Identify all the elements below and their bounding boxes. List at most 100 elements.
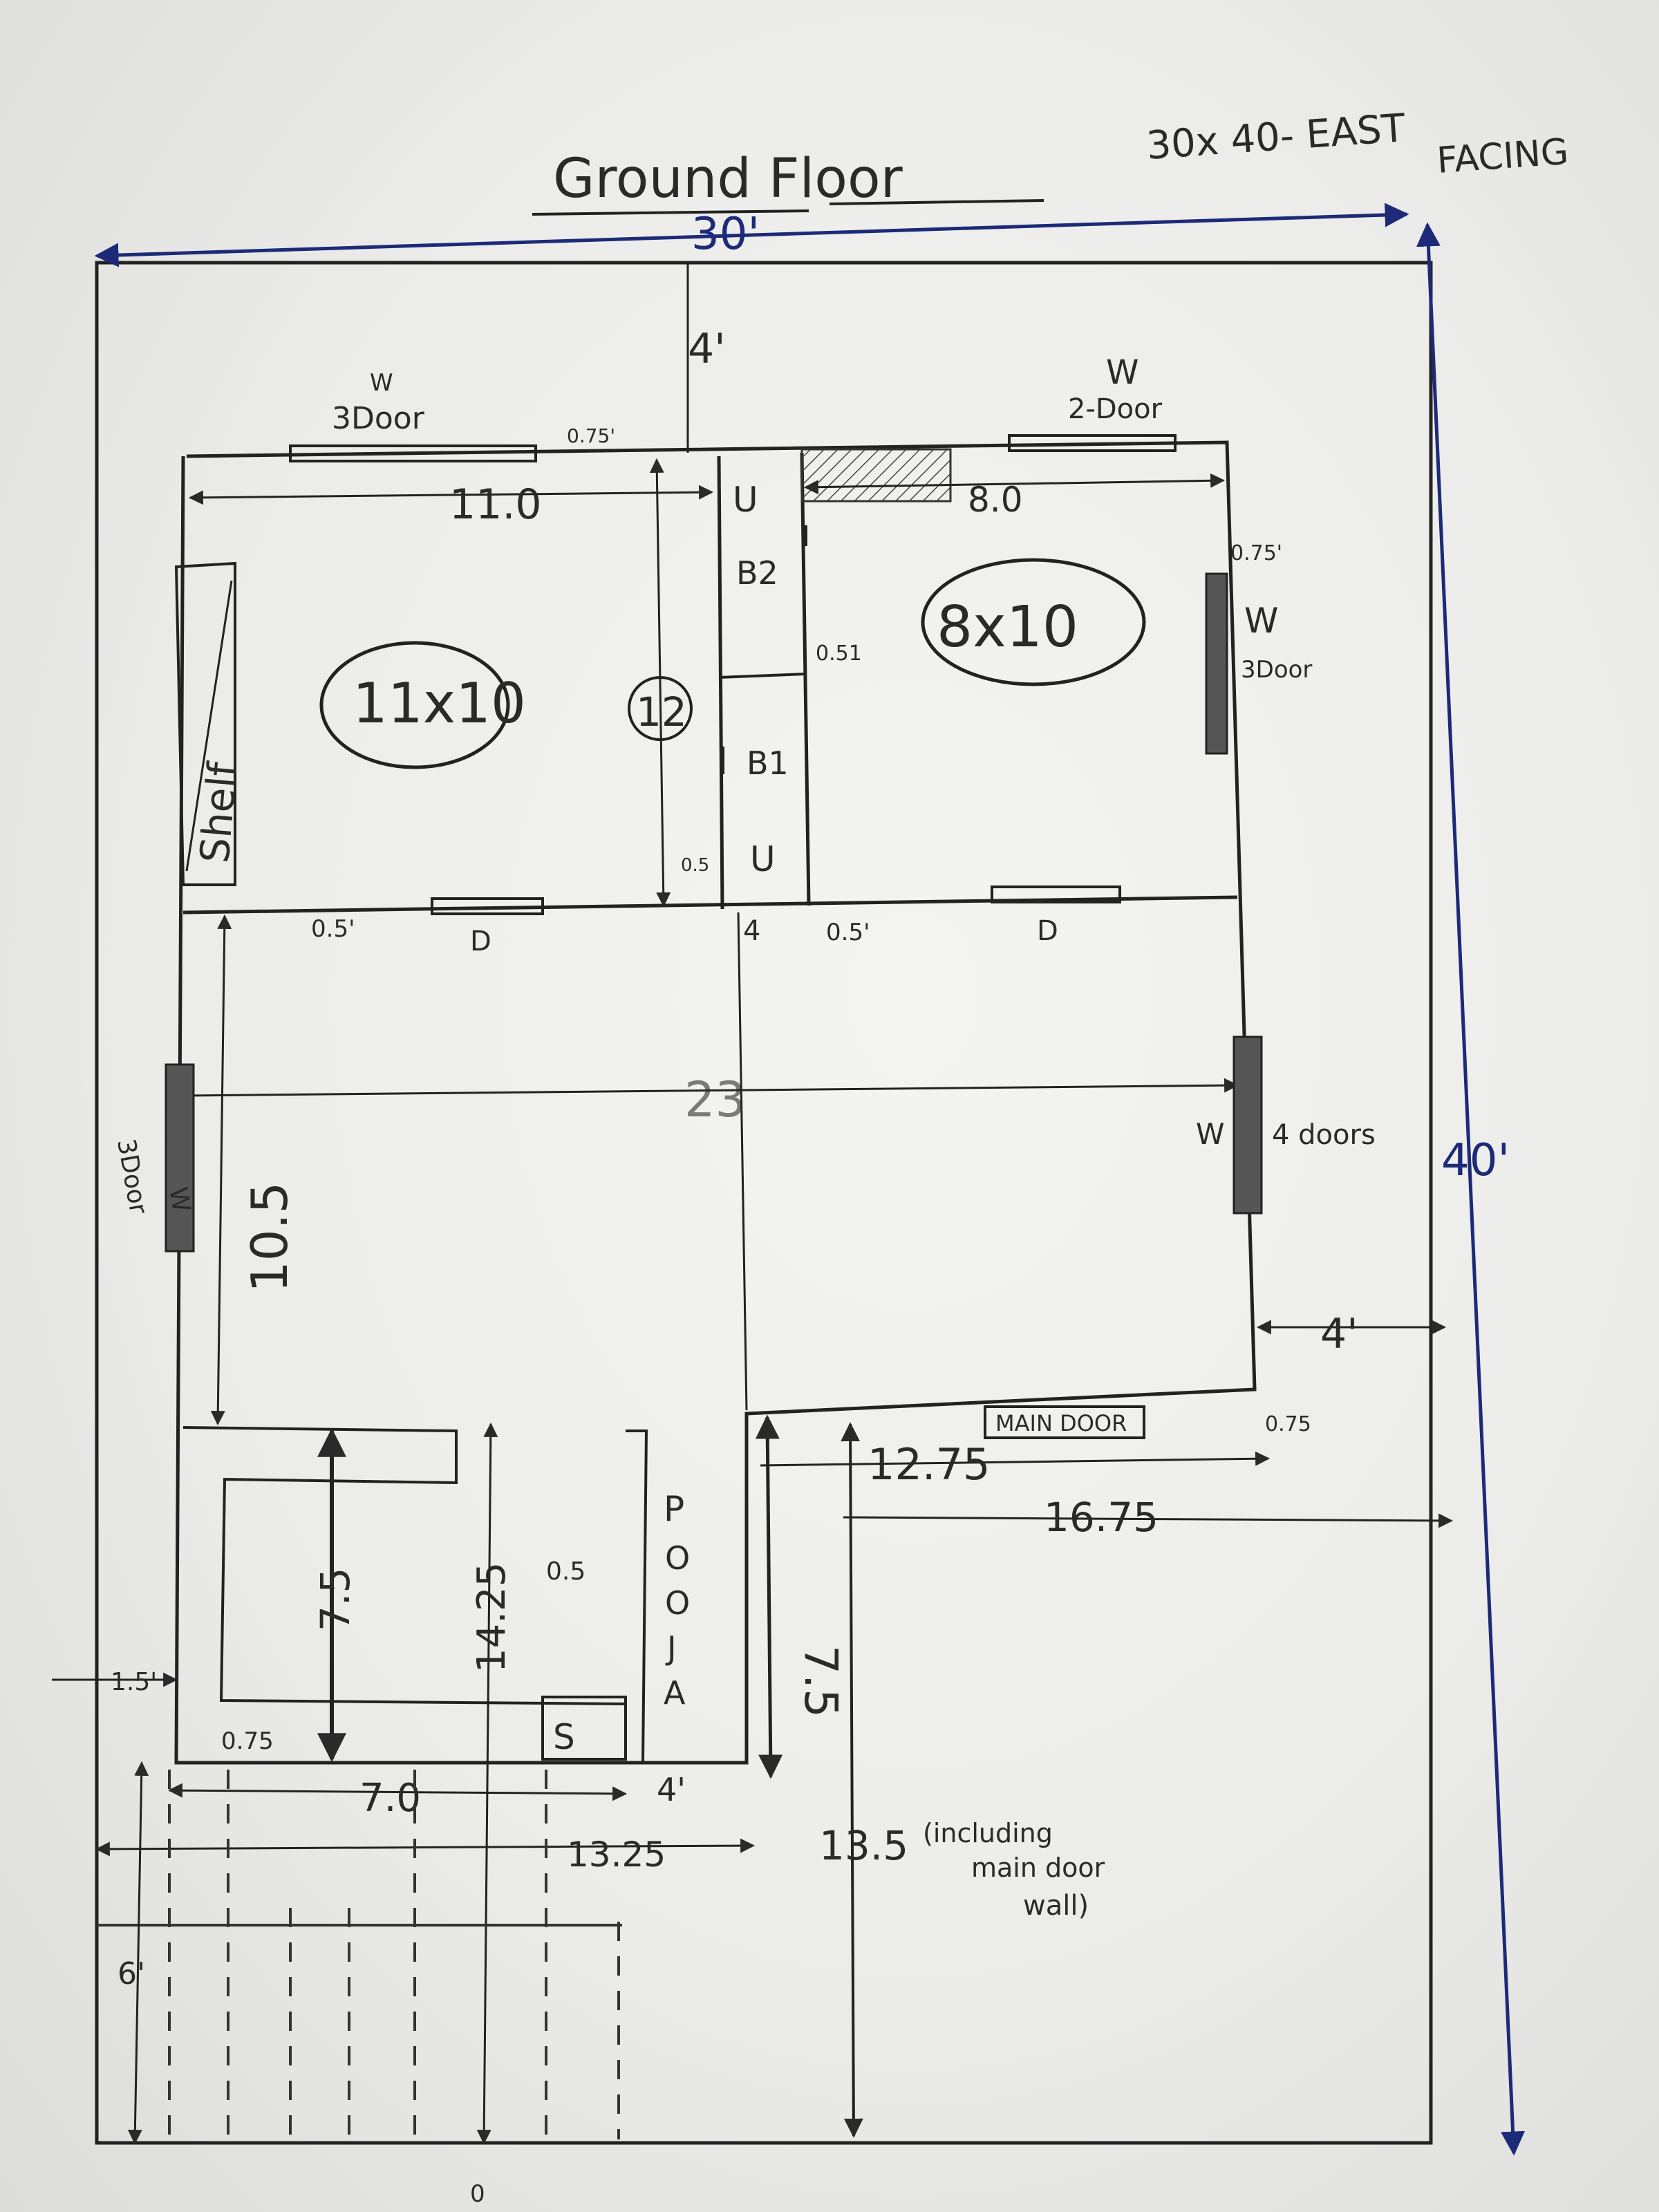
- dim-135-label: 13.5: [819, 1822, 908, 1869]
- overall-width-label: 30': [691, 209, 760, 260]
- wall-075-top-right: 0.75': [1230, 541, 1282, 565]
- wall-075-right-label: 0.75: [1265, 1412, 1311, 1436]
- window-left-door: 3Door: [111, 1136, 152, 1216]
- shelf-unit: [174, 561, 236, 886]
- window-right-upper-label: W: [1244, 601, 1278, 641]
- dim-1675-label: 16.75: [1044, 1494, 1159, 1541]
- dim-70-line: [167, 1783, 628, 1801]
- bedroom-right-size: 8x10: [937, 594, 1078, 660]
- dim-1275-line: [760, 1451, 1271, 1467]
- hall-depth-label: 10.5: [241, 1182, 299, 1293]
- bath-2-u-symbol: U: [733, 480, 758, 520]
- hall-depth-dimension: [210, 914, 232, 1426]
- dim-70-label: 7.0: [359, 1776, 421, 1821]
- window-top-left: [289, 444, 537, 462]
- wall-075-top-left: 0.75': [567, 424, 615, 447]
- dim-075-bottom-label: 0.75: [221, 1727, 274, 1755]
- main-door-label: MAIN DOOR: [995, 1410, 1127, 1436]
- dim-1325-label: 13.25: [567, 1835, 666, 1875]
- door-right-label: D: [1037, 915, 1058, 947]
- dim-05-pooja-label: 0.5: [546, 1557, 585, 1586]
- overall-depth-dimension: [1416, 222, 1526, 2156]
- shelf-label: Shelf: [191, 759, 247, 865]
- dim-75-kitchen-label: 7.5: [312, 1568, 359, 1631]
- dim-135-line: [841, 1422, 863, 2138]
- bedroom-left-width-label: 11.0: [449, 480, 542, 529]
- bedroom-right-size-oval: [921, 558, 1146, 686]
- wall-05-left-label: 0.5': [311, 915, 355, 943]
- overall-width-dimension: [94, 203, 1409, 268]
- bath-wall-right: [800, 452, 811, 906]
- bedroom-hall-wall: [182, 895, 1238, 915]
- dim-1675-line: [843, 1513, 1454, 1528]
- dim-1325-line: [95, 1838, 756, 1857]
- window-right-upper: [1205, 572, 1228, 755]
- bath-divider: [718, 673, 806, 679]
- shelf-slash: [185, 580, 233, 872]
- pooja-label: P O O J A: [664, 1489, 690, 1712]
- dim-4-mid-label: 4: [743, 915, 760, 947]
- front-setback-label: 4': [688, 325, 726, 373]
- bedroom-right-width-label: 8.0: [968, 480, 1023, 520]
- window-top-right-label: W: [1106, 353, 1138, 392]
- dim-4-bottom-label: 4': [657, 1771, 686, 1808]
- window-left: [165, 1063, 195, 1253]
- hall-width-label: 23: [684, 1071, 746, 1128]
- door-right: [991, 885, 1121, 903]
- dim-1425-label: 14.25: [469, 1562, 514, 1673]
- dim-0-label: 0: [470, 2180, 485, 2208]
- dim-1275-label: 12.75: [868, 1439, 991, 1490]
- window-top-right: [1008, 434, 1177, 452]
- bedroom-right-width-dimension: [803, 473, 1226, 495]
- window-top-left-door: 3Door: [332, 401, 425, 436]
- dim-135-note-2: main door: [971, 1853, 1105, 1883]
- pooja-letter: O: [665, 1539, 690, 1577]
- side-setback-label: 4': [1320, 1310, 1358, 1358]
- hatched-counter: [800, 448, 952, 503]
- window-right-lower-label: W: [1196, 1117, 1225, 1151]
- pooja-letter: O: [665, 1584, 690, 1622]
- door-left: [431, 897, 544, 915]
- store-label: S: [553, 1717, 575, 1757]
- store-box: [541, 1696, 627, 1761]
- hall-divider-line: [737, 912, 748, 1411]
- title-underline: [532, 209, 809, 216]
- window-right-lower-doors: 4 doors: [1272, 1119, 1376, 1151]
- dim-6-label: 6': [118, 1956, 145, 1991]
- bath-1-u-symbol: U: [750, 839, 776, 879]
- overall-depth-label: 40': [1441, 1135, 1510, 1186]
- pooja-room-walls: [626, 1414, 748, 1764]
- bedroom-depth-dimension: [649, 458, 671, 908]
- dim-15-label: 1.5': [111, 1668, 157, 1696]
- main-door: [984, 1405, 1145, 1439]
- wall-05-bottom-label: 0.5': [826, 919, 870, 946]
- pooja-letter: P: [664, 1489, 684, 1529]
- bedroom-left-size: 11x10: [353, 671, 526, 735]
- wall-05-mid-label: 0.5: [681, 855, 709, 876]
- bath-2-label: B2: [736, 554, 778, 592]
- dim-6-line: [127, 1761, 149, 2145]
- dim-75-pooja-label: 7.5: [794, 1645, 847, 1718]
- bedroom-left-width-dimension: [188, 485, 714, 505]
- hall-width-dimension: [186, 1078, 1239, 1097]
- pooja-letter: J: [665, 1629, 677, 1667]
- plot-note: 30x 40- EAST: [1145, 106, 1407, 169]
- pooja-letter: A: [664, 1674, 686, 1712]
- parking-area: [168, 1770, 620, 2139]
- window-right-upper-door: 3Door: [1241, 656, 1312, 684]
- dim-75-pooja-line: [755, 1414, 783, 1779]
- bath-1-label: B1: [747, 744, 789, 782]
- dim-1425-line: [476, 1422, 498, 2145]
- bath-wall-left: [717, 456, 724, 910]
- dim-135-note-3: wall): [1023, 1890, 1089, 1922]
- window-left-label: W: [163, 1185, 196, 1214]
- page-title: Ground Floor: [553, 148, 903, 210]
- window-top-right-door: 2-Door: [1068, 393, 1163, 425]
- door-left-label: D: [470, 926, 491, 957]
- window-top-left-label: W: [370, 369, 393, 397]
- bedroom-left-size-oval: [319, 641, 510, 769]
- wall-051-label: 0.51: [816, 641, 862, 666]
- dim-135-note: (including: [923, 1818, 1053, 1848]
